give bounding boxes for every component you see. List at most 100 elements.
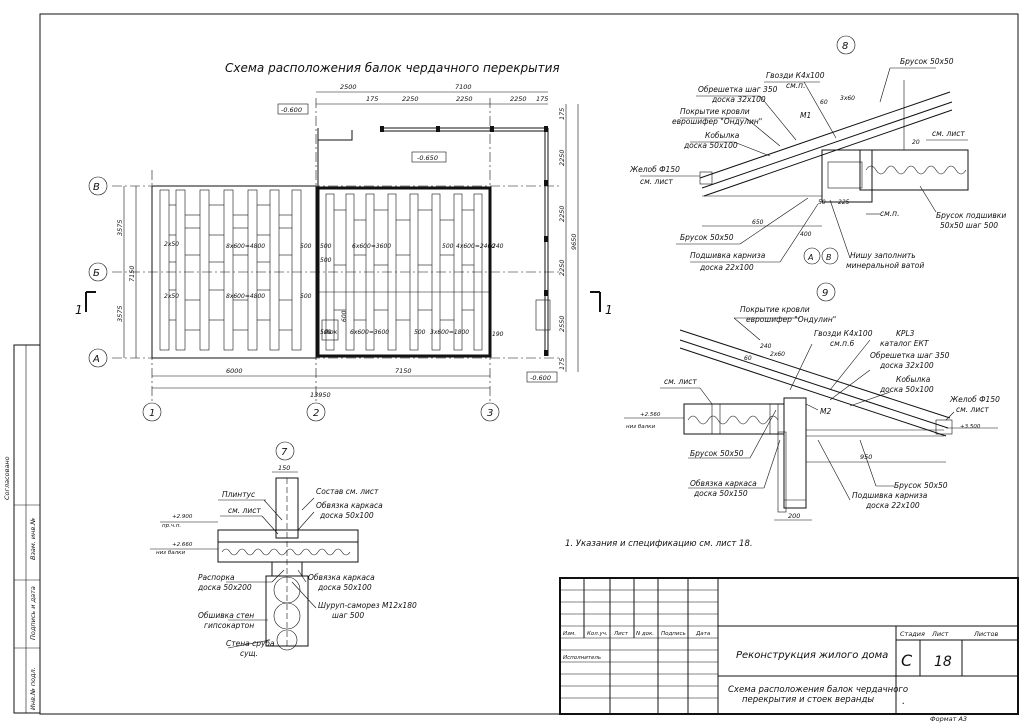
axis-col-2: 2: [313, 408, 319, 419]
dim-left-1: 3575: [116, 305, 124, 322]
node7-label-frame2: Обвязка каркаса: [308, 573, 375, 582]
node8-label-11: см. лист: [640, 177, 673, 186]
node9-label-1: еврошифер "Ондулин": [746, 315, 836, 324]
tb-h-sign: Подпись: [661, 631, 686, 637]
node7-label-strut: Распорка: [198, 573, 235, 582]
side-stamp: Согласовано Взам. инв.№ Подпись и дата И…: [3, 344, 41, 714]
node9-label-0: Покрытие кровли: [740, 305, 810, 314]
node7-label-existing: сущ.: [240, 649, 258, 658]
level-3: -0.600: [530, 374, 551, 382]
node8-dim-5: 3х60: [840, 95, 855, 102]
node7-label-screw: Шуруп-саморез М12х180: [318, 601, 417, 610]
stamp-signature: Подпись и дата: [29, 586, 37, 640]
node7-label-log-wall: Стена сруба: [226, 639, 275, 648]
node7-level-2: +2.660: [172, 542, 193, 548]
node9-label-16: Обвязка каркаса: [690, 479, 757, 488]
node9-level-0: +2.560: [640, 412, 661, 418]
beam-label-3: 8х600=4800: [226, 293, 265, 300]
node8-label-4: доска 32х100: [711, 95, 766, 104]
beam-label-1: 2х50: [164, 293, 179, 300]
beam-label-5: 500: [300, 293, 312, 300]
node9-label-17: доска 50х150: [693, 489, 748, 498]
tb-executor: Исполнитель: [563, 655, 601, 661]
dim-bottom-2: 13950: [310, 391, 331, 399]
dim-top-1: 7100: [455, 83, 472, 91]
beam-label-13: 6х600=3600: [350, 329, 389, 336]
node9-label-8: Кобылка: [896, 375, 931, 384]
node7-label-frame: Обвязка каркаса: [316, 501, 383, 510]
stamp-inventory: Инв.№ подл.: [29, 667, 37, 710]
beam-label-4: 500: [300, 243, 312, 250]
beam-label-11: 500: [320, 257, 332, 264]
node7-label-frame2-board: доска 50х100: [317, 583, 372, 592]
node9-label-3: см.п.6: [830, 339, 854, 348]
node7-level-1: пр.ч.п.: [162, 523, 181, 529]
format-label: Формат А3: [930, 715, 967, 723]
node7-number: 7: [281, 447, 288, 458]
main-title: Схема расположения балок чердачного пере…: [225, 61, 560, 75]
dim-bottom-1: 7150: [395, 367, 412, 375]
node-9-detail: 9 200: [624, 282, 1000, 521]
node8-label-15: Брусок 50х50: [680, 233, 734, 242]
section-mark-left: 1: [75, 303, 83, 317]
dim-top-2: 175: [366, 95, 378, 103]
beam-label-10: 240: [492, 243, 504, 250]
axis-col-3: 3: [487, 408, 493, 419]
dim-right-6: 175: [558, 358, 566, 370]
node9-level-1: низ балки: [626, 424, 655, 430]
beam-label-18: Люк: [323, 329, 338, 336]
beam-label-17: 600: [341, 310, 348, 322]
dim-top-0: 2500: [340, 83, 357, 91]
dim-right-0: 175: [558, 108, 566, 120]
section-mark-right: 1: [605, 303, 613, 317]
node8-axis-a: А: [807, 253, 813, 262]
tb-sheets-h: Листов: [973, 630, 998, 638]
node9-label-9: доска 50х100: [879, 385, 934, 394]
tb-stage: С: [901, 651, 913, 670]
tb-sheet-title-2: перекрытия и стоек веранды: [742, 695, 874, 705]
node9-level-2: +3.500: [960, 424, 981, 430]
node9-label-10: см. лист: [664, 377, 697, 386]
node8-dim-0: 650: [752, 219, 764, 226]
tb-sheet-title-1: Схема расположения балок чердачного: [728, 685, 908, 695]
beam-label-12: 500: [320, 329, 332, 336]
axis-row-a: А: [92, 354, 100, 365]
node7-label-step: шаг 500: [332, 611, 364, 620]
node9-dim-0: 950: [860, 453, 872, 461]
dim-left-0: 3575: [116, 219, 124, 236]
node7-label-frame-board: доска 50х100: [319, 511, 374, 520]
node9-label-2: Гвозди К4х100: [814, 329, 873, 338]
axis-row-v: В: [93, 182, 100, 193]
node7-label-see-sheet: см. лист: [228, 506, 261, 515]
dim-top-5: 2250: [510, 95, 527, 103]
node8-label-3: Обрешетка шаг 350: [698, 85, 778, 94]
node8-label-5: Покрытие кровли: [680, 107, 750, 116]
dim-top-6: 175: [536, 95, 548, 103]
tb-sheet: 18: [934, 654, 952, 670]
beam-label-16: 190: [492, 331, 504, 338]
node8-label-1: Гвозди К4х100: [766, 71, 825, 80]
beam-label-7: 6х600=3600: [352, 243, 391, 250]
node9-dim-3: 60: [744, 355, 752, 362]
node8-label-18: Нишу заполнить: [850, 251, 916, 260]
title-block: Изм. Кол.уч. Лист N док. Подпись Дата Ис…: [559, 577, 1019, 715]
dim-right-1: 2250: [558, 149, 566, 166]
node9-label-4: KPL3: [896, 329, 915, 338]
tb-h-izm: Изм.: [563, 631, 576, 637]
tb-h-kol: Кол.уч.: [587, 631, 608, 637]
tb-h-date: Дата: [695, 631, 711, 637]
stamp-replace: Взам. инв.№: [29, 518, 37, 560]
level-2: -0.650: [417, 154, 438, 162]
dim-top-3: 2250: [402, 95, 419, 103]
dim-right-2: 2250: [558, 205, 566, 222]
node8-label-12: см. лист: [932, 129, 965, 138]
dim-left-2: 7150: [128, 265, 136, 282]
beam-label-14: 500: [414, 329, 426, 336]
node7-label-sheathing: Обшивка стен: [198, 611, 254, 620]
node8-label-17: доска 22х100: [699, 263, 754, 272]
node8-dim-4: 60: [820, 99, 828, 106]
tb-dot: .: [902, 696, 905, 707]
node8-number: 8: [842, 41, 848, 52]
node8-label-16: Подшивка карниза: [690, 251, 766, 260]
